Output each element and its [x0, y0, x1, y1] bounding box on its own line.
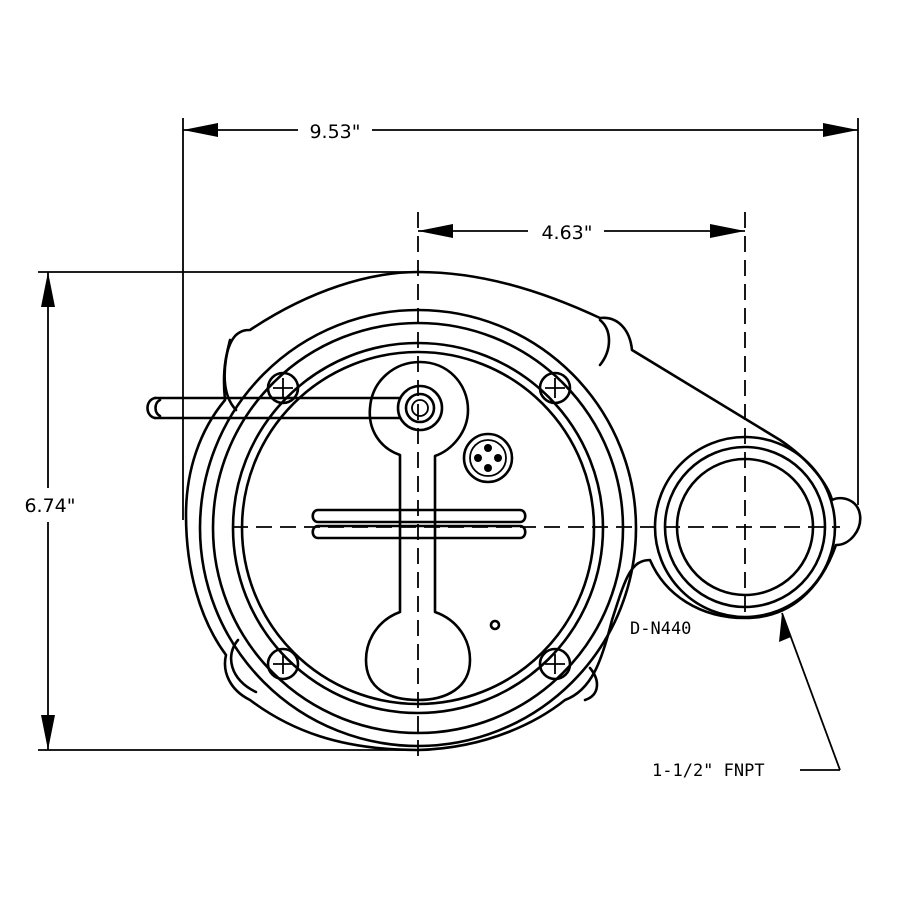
dimension-center-to-outlet: 4.63": [418, 222, 745, 244]
float-switch-arm: [364, 360, 472, 702]
dimension-overall-width: 9.53": [182, 118, 859, 520]
overall-width-label: 9.53": [309, 121, 360, 143]
lifting-handle: [311, 508, 527, 540]
bolt-top-left-icon: [266, 371, 300, 405]
model-number-label: D-N440: [630, 619, 691, 639]
connector-plug-icon: [462, 432, 514, 484]
outlet-callout: 1-1/2" FNPT: [652, 612, 841, 781]
outlet-size-label: 1-1/2" FNPT: [652, 761, 765, 781]
cord-grip-icon: [396, 384, 444, 432]
center-lines: [232, 212, 840, 760]
overall-height-label: 6.74": [24, 495, 75, 517]
bolt-top-right-icon: [538, 371, 572, 405]
dimension-overall-height: 6.74": [24, 271, 418, 751]
center-to-outlet-label: 4.63": [541, 222, 592, 244]
vent-hole: [489, 619, 501, 631]
power-cord: [146, 396, 402, 420]
bolt-bottom-left-icon: [266, 647, 300, 681]
bolt-bottom-right-icon: [538, 647, 572, 681]
